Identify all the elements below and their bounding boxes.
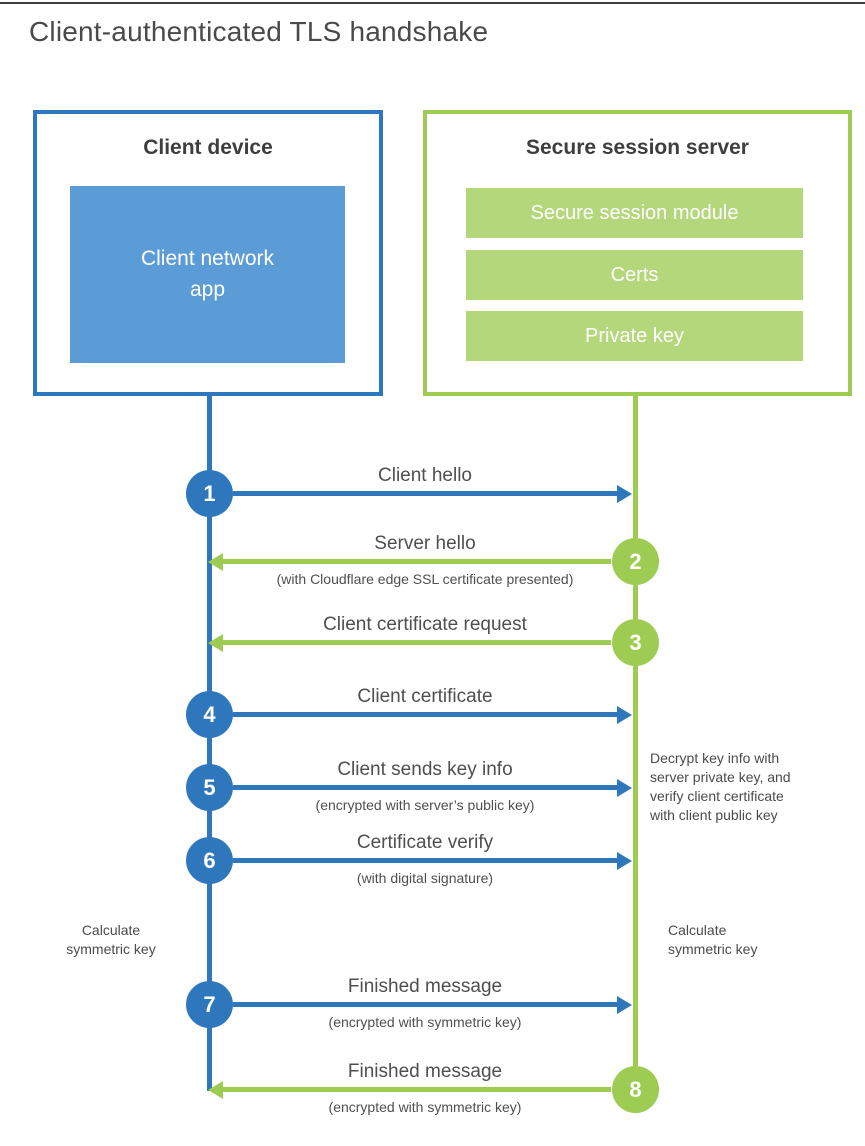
arrow-line	[233, 712, 617, 717]
server-title: Secure session server	[526, 136, 749, 159]
arrow-head	[208, 634, 223, 652]
message-sublabel: (encrypted with symmetric key)	[328, 1014, 522, 1030]
arrow-head	[617, 485, 632, 503]
step-number-badge: 8	[612, 1066, 659, 1113]
server-lifeline	[633, 394, 638, 1092]
message-sublabel: (encrypted with server’s public key)	[315, 797, 535, 813]
arrow-head	[617, 779, 632, 797]
message-sublabel: (with digital signature)	[356, 870, 494, 886]
message-label: Client certificate request	[323, 614, 527, 635]
message-label: Finished message	[347, 976, 503, 997]
client-device-box: Client device Client network app	[33, 110, 383, 396]
message-label: Finished message	[347, 1061, 503, 1082]
step-number-badge: 2	[612, 538, 659, 585]
message-label: Client certificate	[357, 686, 493, 707]
arrow-line	[233, 1002, 617, 1007]
server-module-certs: Certs	[466, 250, 803, 300]
arrow-line	[233, 491, 617, 496]
step-number-badge: 1	[186, 470, 233, 517]
step-number-badge: 5	[186, 764, 233, 811]
step-number-badge: 6	[186, 837, 233, 884]
arrow-head	[208, 1081, 223, 1099]
arrow-line	[233, 858, 617, 863]
client-network-app-label: Client network app	[140, 247, 275, 301]
calculate-symmetric-key-left-note: Calculate symmetric key	[66, 922, 156, 957]
arrow-head	[617, 706, 632, 724]
message-label: Client sends key info	[337, 759, 513, 780]
arrow-head	[208, 553, 223, 571]
server-module-secure-session: Secure session module	[466, 188, 803, 238]
arrow-head	[617, 996, 632, 1014]
message-label: Server hello	[374, 533, 476, 554]
arrow-head	[617, 852, 632, 870]
step-number-badge: 7	[186, 981, 233, 1028]
message-sublabel: (encrypted with symmetric key)	[328, 1099, 522, 1115]
calculate-symmetric-key-right-note: Calculate symmetric key	[668, 922, 758, 957]
arrow-line	[223, 640, 611, 645]
arrow-line	[223, 559, 611, 564]
server-module-private-key: Private key	[466, 311, 803, 361]
page-title: Client-authenticated TLS handshake	[29, 16, 489, 47]
client-network-app-box: Client network app	[70, 186, 345, 363]
top-divider	[0, 2, 865, 4]
client-device-title: Client device	[143, 136, 273, 159]
decrypt-key-info-note: Decrypt key info with server private key…	[650, 750, 791, 823]
client-lifeline	[207, 394, 212, 1091]
server-box: Secure session server Secure session mod…	[423, 110, 852, 396]
arrow-line	[233, 785, 617, 790]
message-label: Certificate verify	[356, 832, 494, 853]
message-sublabel: (with Cloudflare edge SSL certificate pr…	[276, 571, 574, 587]
arrow-line	[223, 1087, 611, 1092]
message-label: Client hello	[378, 465, 472, 486]
step-number-badge: 4	[186, 691, 233, 738]
step-number-badge: 3	[612, 619, 659, 666]
